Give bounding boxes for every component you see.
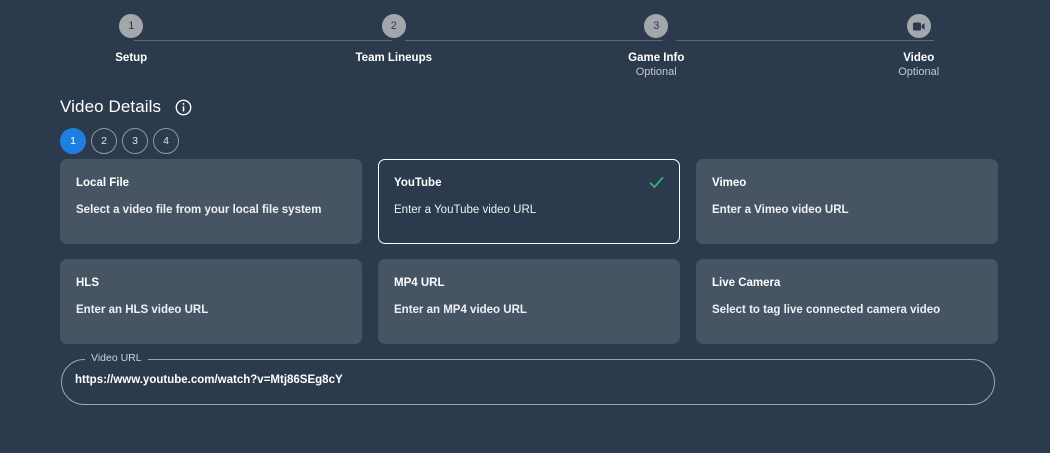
step-label-3: Game Info	[628, 52, 685, 64]
source-card-description: Enter an MP4 video URL	[394, 303, 527, 316]
source-card-hls[interactable]: HLS Enter an HLS video URL	[60, 259, 362, 344]
step-label-group-2: Team Lineups	[356, 52, 432, 65]
pagination-dot-1[interactable]: 1	[60, 128, 86, 154]
step-marker-2: 2	[381, 14, 406, 38]
source-card-description: Select a video file from your local file…	[76, 203, 322, 216]
step-label-2: Team Lineups	[355, 52, 432, 64]
video-url-value[interactable]: https://www.youtube.com/watch?v=Mtj86SEg…	[75, 374, 343, 386]
source-card-mp4-url[interactable]: MP4 URL Enter an MP4 video URL	[378, 259, 680, 344]
stepper-step-game-info[interactable]: 3 Game Info Optional	[525, 14, 788, 79]
source-card-description: Enter an HLS video URL	[76, 303, 209, 316]
video-camera-icon	[906, 14, 931, 38]
stepper-connector-2-3	[405, 40, 663, 41]
section-header: Video Details	[60, 97, 192, 117]
source-card-title: HLS	[76, 277, 99, 289]
step-marker-3: 3	[644, 14, 669, 38]
step-sublabel-4: Optional	[898, 66, 940, 79]
source-card-description: Select to tag live connected camera vide…	[712, 303, 941, 316]
stepper-step-setup[interactable]: 1 Setup	[0, 14, 263, 65]
step-sublabel-3: Optional	[635, 66, 677, 79]
step-label-group-3: Game Info Optional	[628, 52, 684, 79]
source-card-youtube[interactable]: YouTube Enter a YouTube video URL	[378, 159, 680, 244]
video-pagination: 1 2 3 4	[60, 128, 179, 154]
source-card-description: Enter a Vimeo video URL	[712, 203, 849, 216]
step-label-4: Video	[903, 52, 935, 64]
video-source-grid: Local File Select a video file from your…	[60, 159, 998, 344]
stepper-connector-3-4	[676, 40, 934, 41]
source-card-description: Enter a YouTube video URL	[394, 203, 537, 216]
step-label-group-1: Setup	[115, 52, 147, 65]
source-card-title: Local File	[76, 177, 130, 189]
stepper-step-team-lineups[interactable]: 2 Team Lineups	[263, 14, 526, 65]
video-url-input[interactable]: Video URL https://www.youtube.com/watch?…	[61, 353, 995, 405]
info-circle-icon[interactable]	[175, 99, 192, 116]
step-marker-1: 1	[119, 14, 144, 38]
pagination-dot-4[interactable]: 4	[153, 128, 179, 154]
wizard-stepper: 1 Setup 2 Team Lineups 3 Game Info Optio…	[0, 14, 1050, 84]
source-card-title: MP4 URL	[394, 277, 445, 289]
source-card-title: Vimeo	[712, 177, 747, 189]
step-label-group-4: Video Optional	[898, 52, 939, 79]
source-card-local-file[interactable]: Local File Select a video file from your…	[60, 159, 362, 244]
source-card-vimeo[interactable]: Vimeo Enter a Vimeo video URL	[696, 159, 998, 244]
stepper-step-video[interactable]: Video Optional	[788, 14, 1050, 79]
source-card-title: Live Camera	[712, 277, 781, 289]
page-title: Video Details	[60, 97, 162, 116]
step-label-1: Setup	[115, 52, 148, 64]
pagination-dot-3[interactable]: 3	[122, 128, 148, 154]
pagination-dot-2[interactable]: 2	[91, 128, 117, 154]
stepper-connector-1-2	[134, 40, 392, 41]
video-url-label: Video URL	[85, 353, 148, 364]
source-card-title: YouTube	[394, 177, 442, 189]
source-card-live-camera[interactable]: Live Camera Select to tag live connected…	[696, 259, 998, 344]
